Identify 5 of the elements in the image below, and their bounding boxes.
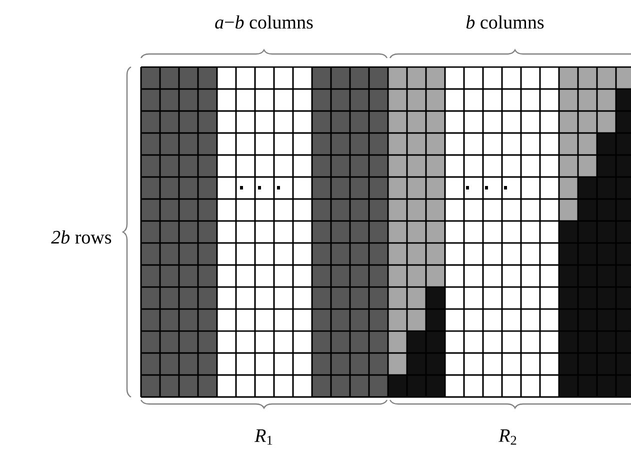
axis-label: 2b rows (51, 230, 112, 244)
axis-label: b columns (466, 15, 544, 29)
axis-label: R$_{1}$ (254, 429, 272, 445)
axis-label: R$_{2}$ (498, 429, 516, 445)
axis-label: a−b columns (215, 15, 313, 29)
